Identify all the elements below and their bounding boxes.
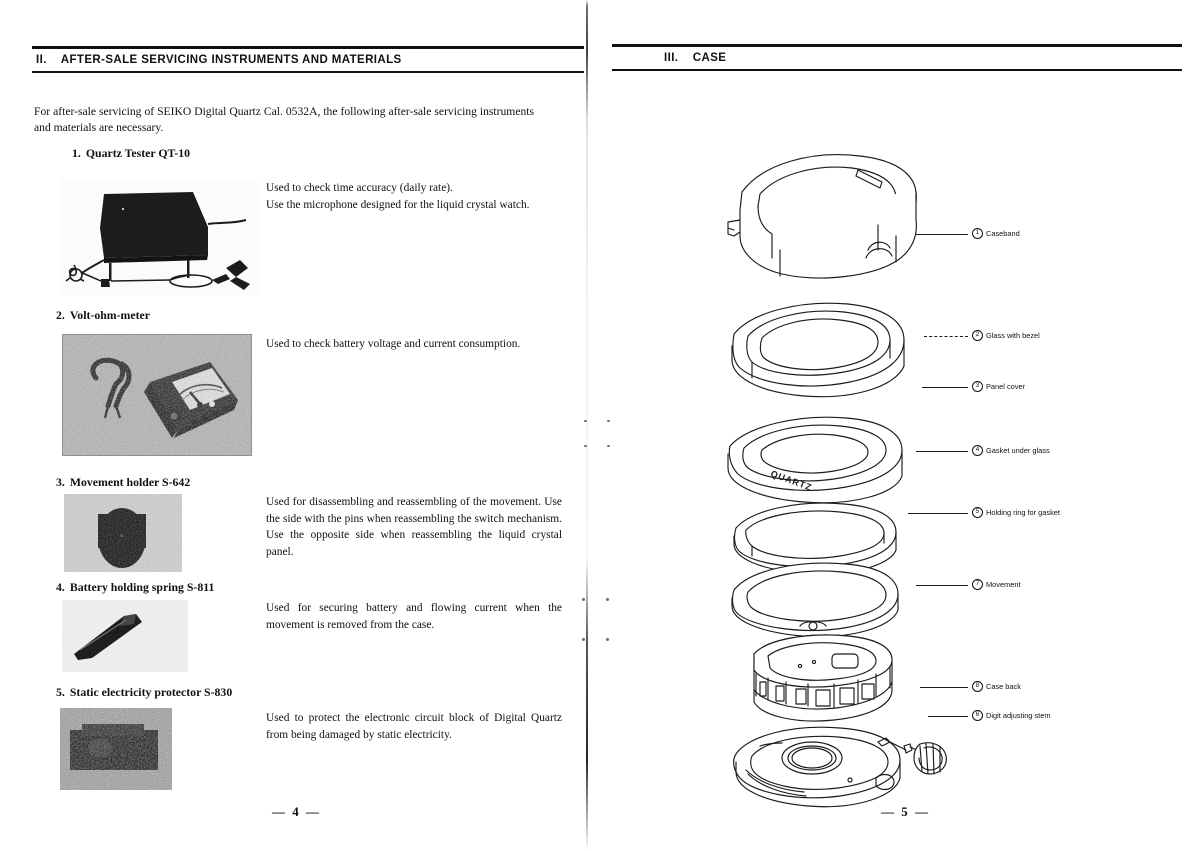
item-description-5: Used to protect the electronic circuit b… — [266, 712, 562, 741]
callout-number-1: 1 — [972, 228, 983, 239]
callout-number-4: 4 — [972, 445, 983, 456]
item-number-5: 5. — [56, 685, 65, 699]
leader-line-5 — [908, 513, 968, 514]
header-rule-top — [612, 44, 1182, 47]
item-description-3: Used for disassembling and reassembling … — [266, 496, 562, 558]
static-electricity-protector-photo — [60, 708, 172, 790]
left-header-number: II. — [36, 53, 47, 66]
page-gutter — [586, 0, 588, 851]
callout-number-5: 5 — [972, 507, 983, 518]
item-description-1: Used to check time accuracy (daily rate)… — [266, 182, 530, 211]
callout-caseband: 1 Caseband — [972, 228, 1020, 239]
item-number-3: 3. — [56, 475, 65, 489]
item-description-2: Used to check battery voltage and curren… — [266, 338, 521, 350]
right-page-number: — 5 — — [881, 804, 930, 819]
callout-case-back: 8 Case back — [972, 681, 1021, 692]
callout-label-4: Gasket under glass — [986, 446, 1050, 455]
scan-speck — [607, 445, 610, 447]
callout-label-7: Movement — [986, 580, 1021, 589]
callout-number-7: 7 — [972, 579, 983, 590]
callout-label-1: Caseband — [986, 229, 1020, 238]
callout-glass-with-bezel: 2 Glass with bezel — [972, 330, 1040, 341]
scan-speck — [584, 420, 587, 422]
header-rule-top — [32, 46, 584, 49]
leader-line-6 — [928, 716, 968, 717]
right-page: III. CASE — [598, 0, 1200, 851]
item-label-3: Movement holder S-642 — [69, 475, 191, 489]
item-label-4: Battery holding spring S-811 — [69, 580, 215, 594]
callout-label-2: Glass with bezel — [986, 331, 1040, 340]
scan-speck — [607, 420, 610, 422]
callout-label-8: Case back — [986, 682, 1021, 691]
callout-holding-ring-for-gasket: 5 Holding ring for gasket — [972, 507, 1060, 518]
scan-speck — [584, 445, 587, 447]
quartz-tester-photo — [60, 180, 260, 295]
item-title-3: 3. Movement holder S-642 — [56, 475, 190, 490]
right-header-text: CASE — [692, 51, 727, 64]
left-page-header: II. AFTER-SALE SERVICING INSTRUMENTS AND… — [32, 46, 584, 73]
left-header-text: AFTER-SALE SERVICING INSTRUMENTS AND MAT… — [60, 53, 402, 66]
callout-digit-adjusting-stem: 6 Digit adjusting stem — [972, 710, 1051, 721]
right-page-header: III. CASE — [612, 44, 1182, 71]
item-title-5: 5. Static electricity protector S-830 — [56, 685, 232, 700]
volt-ohm-meter-photo — [62, 334, 252, 456]
callout-label-6: Digit adjusting stem — [986, 711, 1051, 720]
movement-holder-photo — [64, 494, 182, 572]
item-title-1: 1. Quartz Tester QT-10 — [72, 146, 190, 161]
item-title-4: 4. Battery holding spring S-811 — [56, 580, 214, 595]
left-page-header-title: II. AFTER-SALE SERVICING INSTRUMENTS AND… — [32, 49, 584, 71]
leader-line-2 — [924, 336, 968, 337]
leader-line-3 — [922, 387, 968, 388]
item-label-1: Quartz Tester QT-10 — [85, 146, 191, 160]
leader-line-8 — [920, 687, 968, 688]
header-rule-bottom — [612, 68, 1182, 71]
scan-speck — [606, 638, 609, 641]
left-page: II. AFTER-SALE SERVICING INSTRUMENTS AND… — [0, 0, 590, 851]
intro-paragraph: For after-sale servicing of SEIKO Digita… — [34, 105, 534, 135]
left-page-number: — 4 — — [272, 804, 321, 819]
right-header-number: III. — [664, 51, 679, 64]
scan-speck — [582, 598, 585, 601]
callout-label-3: Panel cover — [986, 382, 1026, 391]
right-page-header-title: III. CASE — [612, 47, 1182, 69]
item-title-2: 2. Volt-ohm-meter — [56, 308, 150, 323]
callout-number-3: 3 — [972, 381, 983, 392]
callout-gasket-under-glass: 4 Gasket under glass — [972, 445, 1050, 456]
callout-panel-cover: 3 Panel cover — [972, 381, 1025, 392]
callout-number-8: 8 — [972, 681, 983, 692]
callout-label-5: Holding ring for gasket — [986, 508, 1060, 517]
battery-holding-spring-photo — [62, 600, 188, 672]
header-rule-bottom — [32, 70, 584, 73]
item-label-5: Static electricity protector S-830 — [69, 685, 233, 699]
item-label-2: Volt-ohm-meter — [69, 308, 151, 322]
case-exploded-diagram: QUARTZ — [700, 140, 960, 808]
scan-speck — [606, 598, 609, 601]
item-description-4: Used for securing battery and flowing cu… — [266, 602, 562, 631]
callout-number-6: 6 — [972, 710, 983, 721]
item-number-4: 4. — [56, 580, 65, 594]
scan-speck — [582, 638, 585, 641]
leader-line-4 — [916, 451, 968, 452]
item-number-2: 2. — [56, 308, 65, 322]
callout-number-2: 2 — [972, 330, 983, 341]
leader-line-7 — [916, 585, 968, 586]
item-number-1: 1. — [72, 146, 81, 160]
callout-movement: 7 Movement — [972, 579, 1021, 590]
leader-line-1 — [916, 234, 968, 235]
